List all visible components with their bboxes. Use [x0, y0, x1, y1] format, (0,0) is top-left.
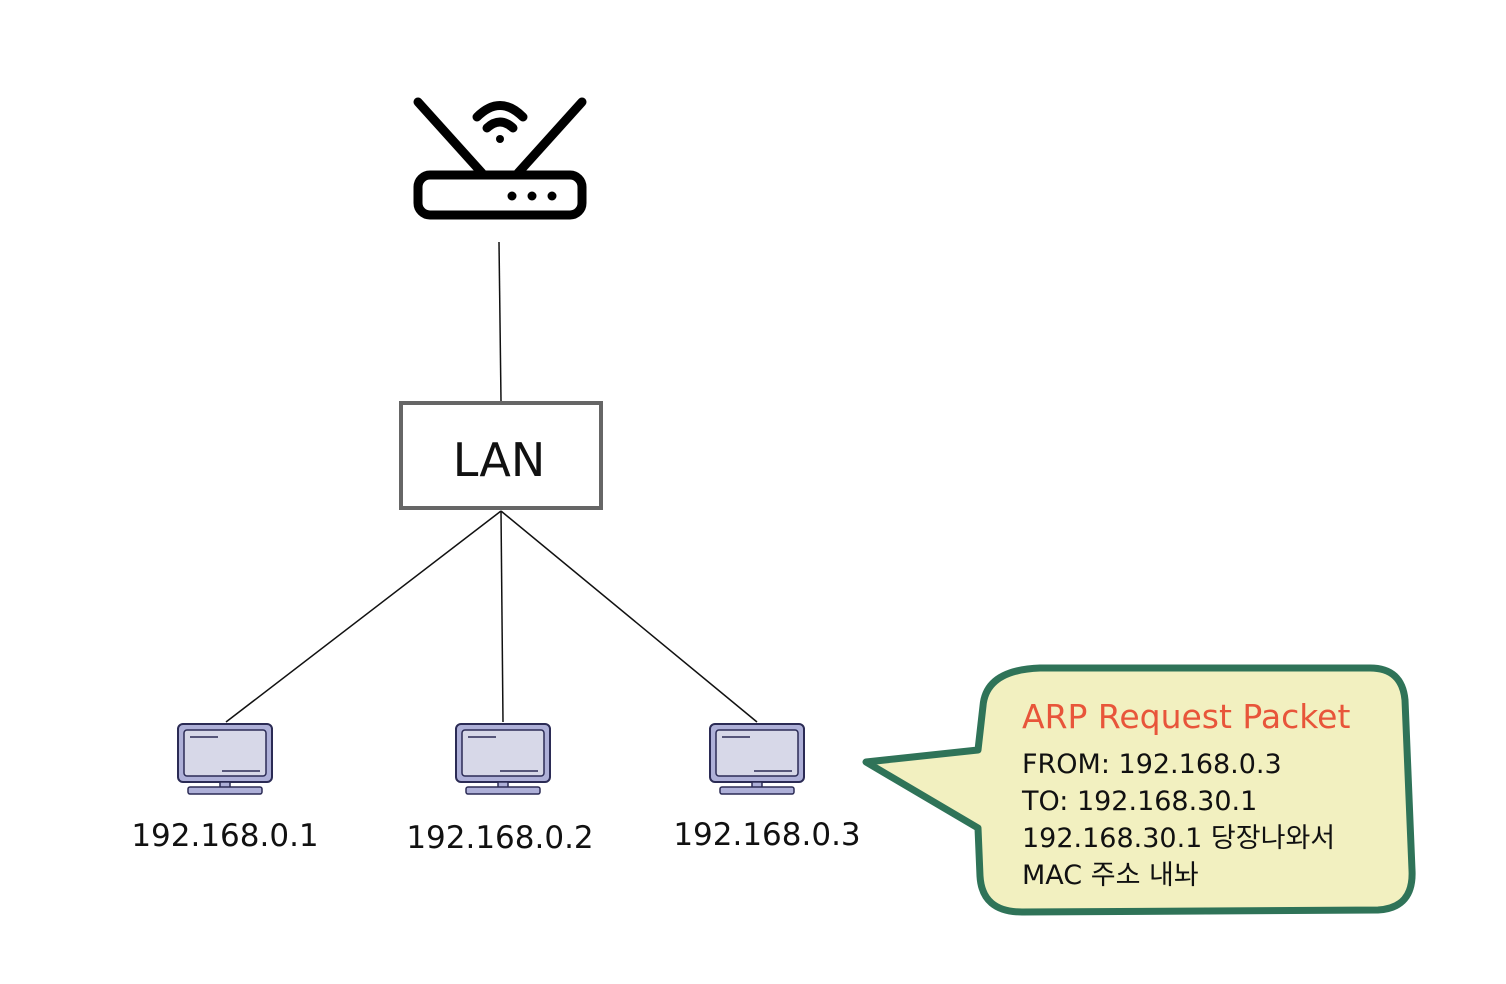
lan-to-host-2-link: [500, 510, 504, 723]
lan-to-host-1-link: [225, 510, 502, 723]
packet-line-from: FROM: 192.168.0.3: [1022, 749, 1282, 780]
monitor-screen: [461, 729, 545, 777]
lan-box: [399, 401, 603, 510]
packet-title: ARP Request Packet: [1022, 697, 1350, 736]
host-2: 192.168.0.2: [406, 723, 594, 856]
lan-label: LAN: [453, 433, 546, 487]
monitor-base: [187, 786, 263, 795]
packet-line-to: TO: 192.168.30.1: [1021, 786, 1257, 817]
host-ip-label: 192.168.0.1: [131, 818, 318, 854]
computer-monitor-icon: [709, 723, 805, 795]
computer-monitor-icon: [455, 723, 551, 795]
host-3: 192.168.0.3: [673, 723, 861, 853]
monitor-screen: [715, 729, 799, 777]
host-ip-label: 192.168.0.3: [673, 817, 860, 853]
monitor-base: [465, 786, 541, 795]
wifi-router-icon: [413, 97, 587, 220]
lan-switch: LAN: [399, 401, 603, 510]
packet-line-message-2: MAC 주소 내놔: [1022, 860, 1199, 891]
host-ip-label: 192.168.0.2: [406, 820, 593, 856]
speech-bubble: [862, 664, 1416, 916]
lan-to-host-3-link: [500, 510, 758, 723]
host-1: 192.168.0.1: [131, 723, 319, 854]
arp-request-callout: ARP Request Packet FROM: 192.168.0.3 TO:…: [862, 664, 1416, 916]
monitor-base: [719, 786, 795, 795]
monitor-screen: [183, 729, 267, 777]
computer-monitor-icon: [177, 723, 273, 795]
router-to-lan-link: [498, 241, 502, 402]
packet-line-message-1: 192.168.30.1 당장나와서: [1022, 823, 1335, 854]
